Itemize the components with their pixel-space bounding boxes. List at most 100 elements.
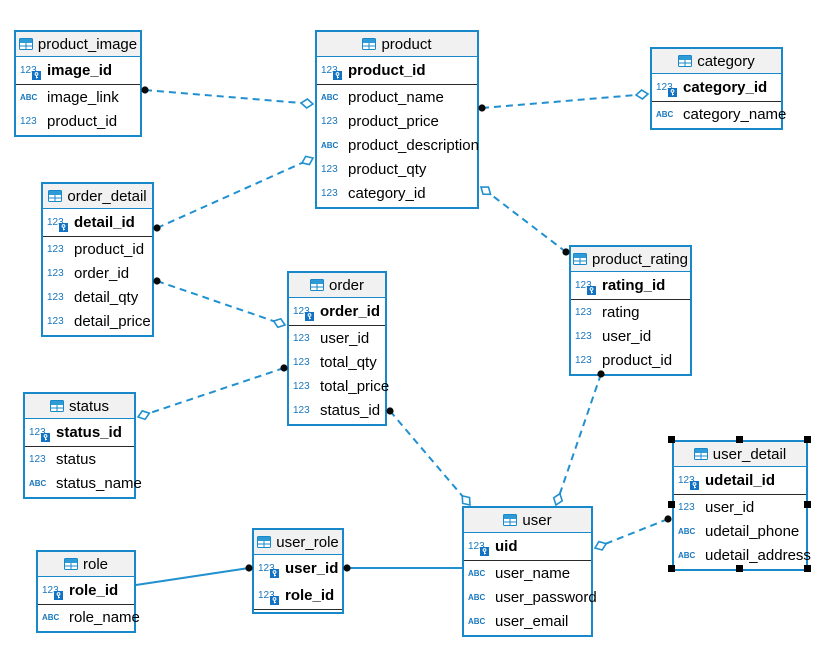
table-header[interactable]: product_rating [571, 247, 690, 272]
table-title: order [328, 276, 365, 294]
primary-key-icon: 123 [20, 65, 43, 80]
column-name: image_id [47, 62, 113, 79]
relationship-product_image-product [144, 89, 314, 105]
selection-handle[interactable] [736, 565, 743, 572]
relationship-product_rating-product [480, 186, 567, 253]
key-separator [571, 299, 690, 300]
column-row-user_id[interactable]: 123 user_id [571, 324, 690, 348]
number-type-icon: 123 [575, 330, 592, 342]
key-badge-icon [59, 223, 68, 232]
table-header[interactable]: role [38, 552, 134, 577]
table-header[interactable]: order [289, 273, 385, 298]
table-title: product [381, 35, 432, 53]
table-header[interactable]: order_detail [43, 184, 152, 209]
table-header[interactable]: product_image [16, 32, 140, 57]
number-type-icon: 123 [29, 453, 46, 465]
selection-handle[interactable] [804, 565, 811, 572]
column-row-image_id[interactable]: 123 image_id [16, 57, 140, 84]
column-name: order_id [74, 264, 130, 282]
table-header[interactable]: category [652, 49, 781, 74]
primary-key-icon: 123 [29, 427, 52, 442]
key-separator [38, 604, 134, 605]
selection-handle[interactable] [668, 436, 675, 443]
column-name: user_id [602, 327, 652, 345]
number-type-icon: 123 [20, 115, 37, 127]
column-name: status [56, 450, 97, 468]
relationship-diamond [479, 186, 492, 196]
selection-handle[interactable] [804, 436, 811, 443]
column-name: role_id [69, 582, 119, 599]
table-header[interactable]: product [317, 32, 477, 57]
primary-key-icon: 123 [321, 65, 344, 80]
table-header[interactable]: user_role [254, 530, 342, 555]
table-header[interactable]: user_detail [674, 442, 806, 467]
table-header[interactable]: status [25, 394, 134, 419]
primary-key-icon: 123 [258, 590, 281, 605]
table-header[interactable]: user [464, 508, 591, 533]
primary-key-icon: 123 [47, 217, 70, 232]
relationship-product-category [481, 93, 649, 109]
table-title: product_rating [592, 250, 688, 268]
column-name: product_description [348, 136, 479, 154]
selection-handle[interactable] [668, 500, 675, 508]
selection-handle[interactable] [804, 500, 811, 508]
relationship-order-status [137, 367, 285, 418]
relationship-user_detail-user [594, 518, 669, 549]
selection-handle[interactable] [736, 436, 743, 443]
column-name: user_id [705, 498, 755, 516]
column-row-status[interactable]: 123 status [25, 447, 134, 471]
column-name: product_qty [348, 160, 427, 178]
selection-handle[interactable] [668, 565, 675, 572]
key-separator [317, 84, 477, 85]
